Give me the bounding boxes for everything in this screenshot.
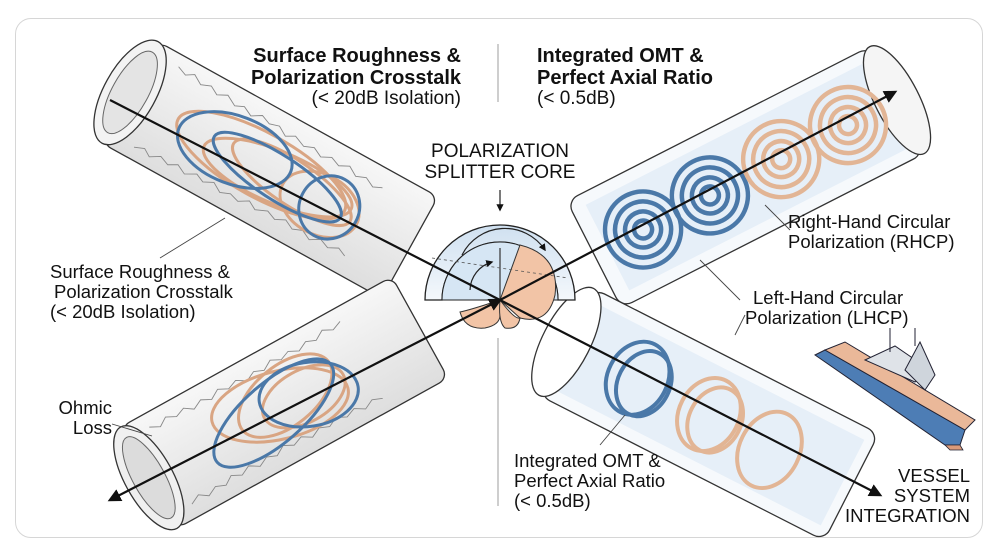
callout-crosstalk-line2: Polarization Crosstalk bbox=[54, 280, 233, 302]
callout-vessel-line1: VESSEL bbox=[898, 465, 970, 486]
callout-crosstalk-line1: Surface Roughness & bbox=[50, 261, 230, 282]
callout-vessel-line2: SYSTEM bbox=[893, 484, 970, 506]
rotation-arrow-inner bbox=[469, 260, 494, 291]
callout-lhcp: Left-Hand Circular Polarization (LHCP) bbox=[745, 288, 908, 328]
rotation-arrow-outer bbox=[461, 227, 546, 256]
lhcp-helix-copper bbox=[675, 376, 804, 491]
axis-top-left bbox=[109, 99, 501, 301]
tube-top-right bbox=[570, 45, 932, 305]
title-omt-line1: Integrated OMT & bbox=[537, 45, 704, 67]
callout-crosstalk: Surface Roughness & Polarization Crossta… bbox=[50, 262, 233, 322]
axis-bottom-right bbox=[499, 299, 883, 497]
crosstalk-helix-blue bbox=[175, 110, 362, 241]
leader-lines bbox=[111, 204, 791, 446]
title-crosstalk-line3: (< 20dB Isolation) bbox=[311, 88, 461, 110]
title-omt: Integrated OMT & Perfect Axial Ratio (< … bbox=[537, 45, 713, 110]
title-omt-line2: Perfect Axial Ratio bbox=[537, 66, 713, 89]
vessel-icon bbox=[814, 328, 976, 451]
callout-ohmic-loss-line1: Ohmic bbox=[58, 397, 112, 418]
title-crosstalk-line1: Surface Roughness & bbox=[253, 45, 461, 67]
tube-bottom-right bbox=[531, 286, 876, 538]
callout-ohmic-loss-line2: Loss bbox=[72, 416, 112, 438]
polarization-splitter-core bbox=[424, 190, 576, 329]
axis-top-right bbox=[499, 90, 898, 301]
callout-ohmic-loss: Ohmic Loss bbox=[40, 398, 112, 438]
callout-rhcp: Right-Hand Circular Polarization (RHCP) bbox=[788, 212, 955, 252]
callout-vessel: VESSEL SYSTEM INTEGRATION bbox=[840, 466, 970, 526]
title-omt-line3: (< 0.5dB) bbox=[537, 88, 616, 110]
signal-axes bbox=[107, 90, 898, 502]
rhcp-spiral-blue bbox=[602, 155, 751, 270]
tube-top-left bbox=[93, 39, 436, 296]
callout-omt-bottom-line1: Integrated OMT & bbox=[514, 450, 661, 471]
callout-lhcp-line2: Polarization (LHCP) bbox=[745, 306, 909, 328]
core-label-line1: POLARIZATION bbox=[431, 141, 569, 162]
callout-crosstalk-line3: (< 20dB Isolation) bbox=[50, 300, 196, 322]
core-label-line2: SPLITTER CORE bbox=[424, 161, 576, 183]
core-lobe-right bbox=[499, 244, 557, 320]
callout-vessel-line3: INTEGRATION bbox=[844, 504, 970, 526]
callout-lhcp-line1: Left-Hand Circular bbox=[753, 287, 904, 308]
lhcp-helix-blue bbox=[603, 339, 674, 419]
callout-rhcp-line1: Right-Hand Circular bbox=[788, 211, 951, 232]
title-crosstalk: Surface Roughness & Polarization Crossta… bbox=[236, 45, 461, 110]
core-label: POLARIZATION SPLITTER CORE bbox=[420, 141, 580, 183]
callout-rhcp-line2: Polarization (RHCP) bbox=[788, 230, 955, 252]
callout-omt-bottom-line3: (< 0.5dB) bbox=[514, 489, 591, 511]
title-crosstalk-line2: Polarization Crosstalk bbox=[250, 66, 461, 89]
rhcp-spiral-copper bbox=[740, 84, 889, 200]
callout-omt-bottom-line2: Perfect Axial Ratio bbox=[514, 469, 666, 491]
callout-omt-bottom: Integrated OMT & Perfect Axial Ratio (< … bbox=[514, 451, 665, 511]
axis-bottom-left bbox=[107, 298, 503, 502]
